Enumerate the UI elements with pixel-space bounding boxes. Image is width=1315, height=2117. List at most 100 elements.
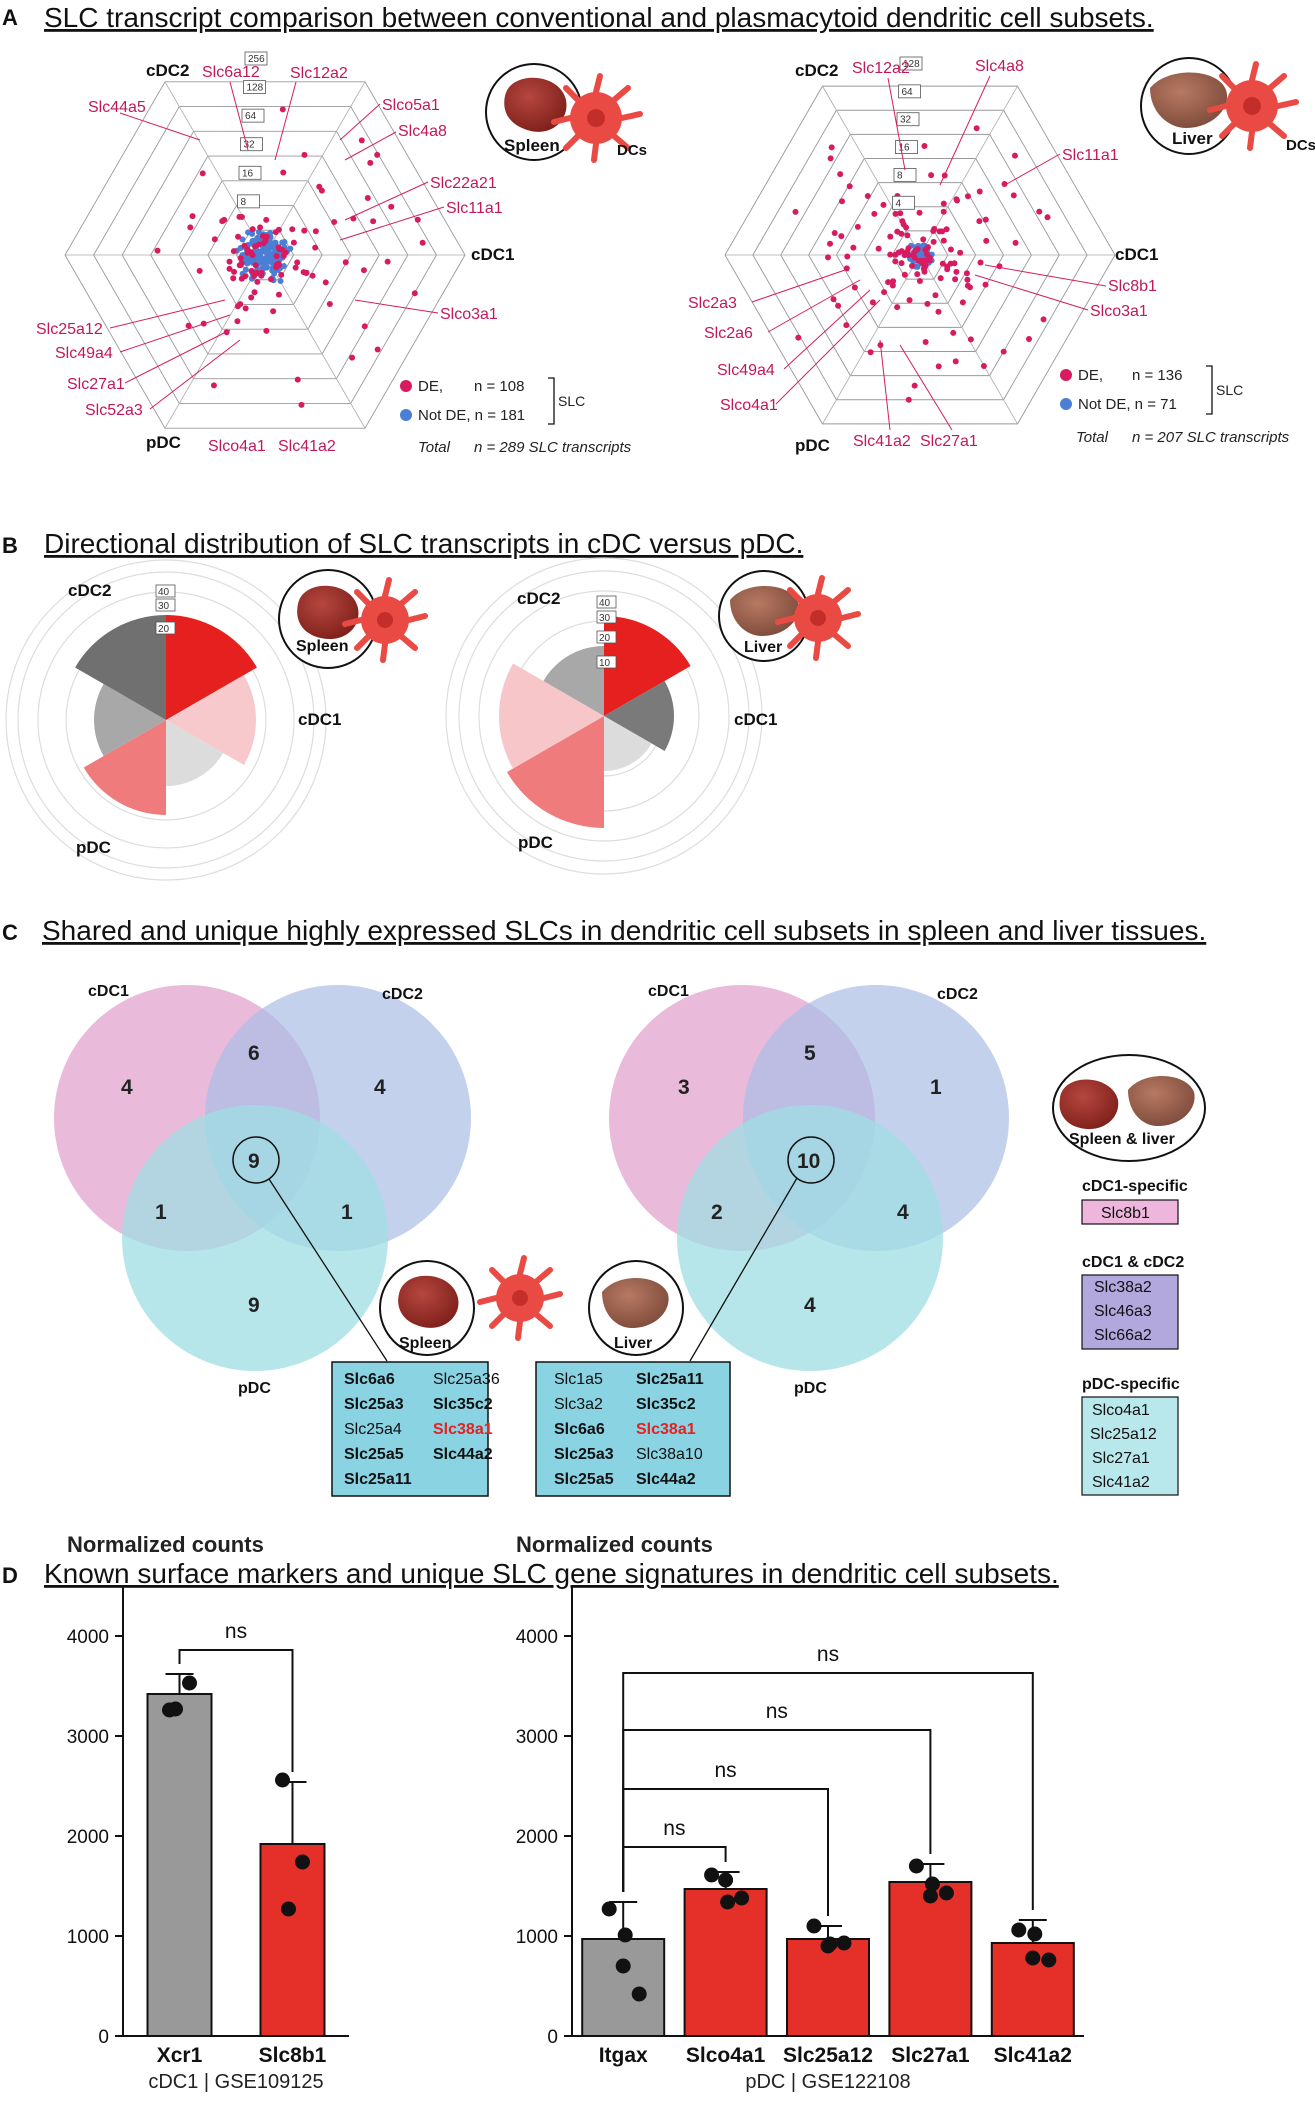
scatter-point-de [322, 279, 329, 286]
venn-liver-cdc1-cdc2: 5 [804, 1042, 816, 1065]
venn-spleen: cDC1 cDC2 pDC 4 6 4 9 1 1 9 [54, 983, 471, 1397]
legend-liver-notde-label: Not DE, n = 71 [1078, 396, 1177, 413]
scatter-point-de [899, 218, 906, 225]
legend-liver-total-count: n = 207 SLC transcripts [1132, 429, 1290, 446]
data-point [922, 1888, 938, 1904]
radar-spleen-legend: DE, n = 108 Not DE, n = 181 SLC Total n … [400, 377, 632, 456]
scatter-point-de [843, 265, 850, 272]
scatter-point-de [263, 216, 270, 223]
scatter-point-de [843, 322, 850, 329]
scatter-point-de [904, 248, 911, 255]
scatter-point-notde [245, 229, 252, 236]
venn-legend: Spleen & liver cDC1-specific Slc8b1 cDC1… [1052, 1054, 1206, 1496]
label-liver-slco4a1: Slco4a1 [720, 397, 778, 414]
gene-label: Slc25a4 [344, 1421, 402, 1438]
scatter-point-de [935, 363, 942, 370]
data-point [704, 1867, 720, 1883]
rose-wedge [166, 720, 224, 786]
radar-spleen-axis-pdc: pDC [146, 433, 181, 452]
scatter-point-de [892, 251, 899, 258]
label-leader-line [783, 289, 871, 370]
radar-tick-label: 64 [245, 111, 257, 122]
scatter-point-de [235, 233, 242, 240]
rose-liver-tick-40: 40 [599, 598, 611, 609]
scatter-point-de [887, 251, 894, 258]
y-tick-label: 2000 [516, 1827, 558, 1848]
rose-liver: cDC2 cDC1 pDC 40 30 20 10 Liver [445, 557, 861, 875]
label-leader-line [344, 131, 397, 161]
scatter-point-de [921, 142, 928, 149]
legend-liver-de-dot [1060, 369, 1072, 381]
rose-wedge [604, 716, 652, 771]
label-leader-line [124, 329, 231, 384]
scatter-point-de [939, 260, 946, 267]
venn-liver-label-cdc1: cDC1 [648, 983, 689, 1000]
legend-both-gene-3: Slc66a2 [1094, 1327, 1152, 1344]
scatter-point-de [894, 304, 901, 311]
scatter-point-notde [263, 256, 270, 263]
label-leader-line [339, 103, 381, 141]
rose-liver-axis-cdc1: cDC1 [734, 710, 777, 729]
scatter-point-de [898, 230, 905, 237]
scatter-point-de [273, 253, 280, 260]
y-tick-label: 3000 [516, 1727, 558, 1748]
gene-label: Slc38a1 [636, 1421, 696, 1438]
data-point [617, 1927, 633, 1943]
rose-liver-axis-pdc: pDC [518, 833, 553, 852]
label-leader-line [984, 264, 1107, 287]
scatter-point-de [889, 282, 896, 289]
scatter-point-de [871, 210, 878, 217]
rose-spleen-icon: Spleen [278, 569, 428, 669]
gene-label: Slc1a5 [554, 1371, 603, 1388]
y-axis-title: Normalized counts [67, 1532, 264, 1557]
scatter-point-notde [287, 245, 294, 252]
radar-spoke [264, 254, 366, 429]
legend-de-label: DE, [418, 378, 443, 395]
significance-label: ns [663, 1817, 685, 1840]
gene-label: Slc25a11 [344, 1471, 412, 1488]
label-slc27a1: Slc27a1 [67, 376, 125, 393]
scatter-point-de [851, 284, 858, 291]
data-point [720, 1894, 736, 1910]
legend-liver-notde-dot [1060, 398, 1072, 410]
radar-tick-label: 16 [899, 143, 911, 154]
scatter-point-de [238, 214, 245, 221]
venn-spleen-label-pdc: pDC [238, 1380, 271, 1397]
label-leader-line [887, 77, 906, 171]
scatter-point-de [210, 382, 217, 389]
scatter-point-de [294, 259, 301, 266]
y-tick-label: 4000 [516, 1627, 558, 1648]
scatter-point-de [922, 246, 929, 253]
venn-liver-pdc-only: 4 [804, 1294, 816, 1317]
scatter-point-de [947, 246, 954, 253]
liver-icon-label: Liver [1172, 129, 1213, 148]
scatter-point-de [854, 223, 861, 230]
data-point [734, 1890, 750, 1906]
scatter-point-de [1000, 348, 1007, 355]
rose-liver-icon: Liver [718, 570, 861, 662]
panel-d-letter: D [2, 1563, 18, 1588]
scatter-point-de [185, 322, 192, 329]
scatter-point-de [258, 272, 265, 279]
radar-tick-box [244, 51, 268, 66]
gene-label: Slc44a2 [433, 1446, 493, 1463]
scatter-point-de [976, 218, 983, 225]
rose-ring [458, 570, 750, 862]
scatter-point-de [846, 183, 853, 190]
legend-total-label: Total [418, 439, 451, 456]
venn-spleen-pdc-only: 9 [248, 1294, 260, 1317]
scatter-point-notde [263, 264, 270, 271]
legend-cdc1-title: cDC1-specific [1082, 1178, 1188, 1195]
label-slc25a12: Slc25a12 [36, 321, 103, 338]
scatter-point-de [1044, 214, 1051, 221]
label-liver-slc2a3: Slc2a3 [688, 295, 737, 312]
venn-spleen-cdc2-only: 4 [374, 1076, 386, 1099]
venn-spleen-cdc1-cdc2: 6 [248, 1042, 260, 1065]
data-point [295, 1854, 310, 1870]
scatter-point-de [187, 224, 194, 231]
scatter-point-notde [281, 238, 288, 245]
scatter-point-de [230, 248, 237, 255]
